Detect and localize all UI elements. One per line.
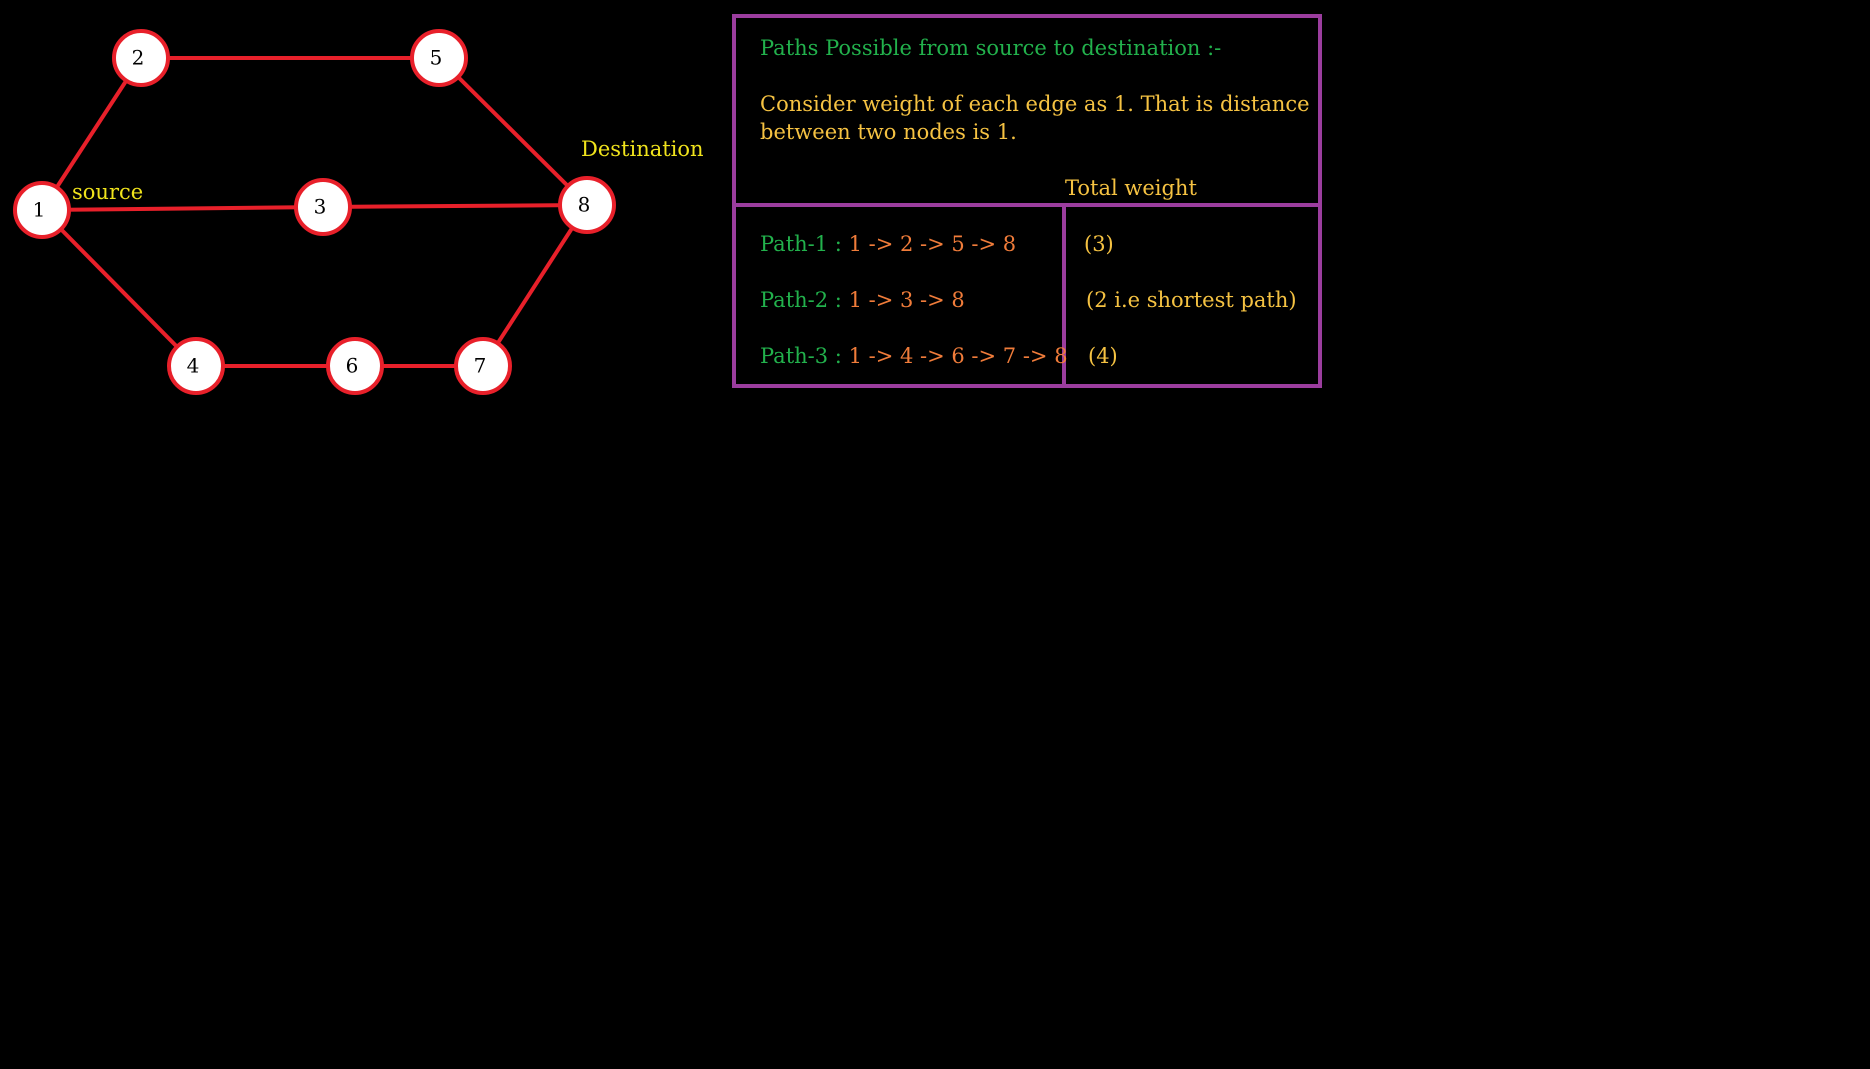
node-label: 5 <box>430 46 443 70</box>
node-5: 5 <box>410 29 468 87</box>
paths-panel: Paths Possible from source to destinatio… <box>732 14 1322 388</box>
node-1: 1 <box>13 181 71 239</box>
node-3: 3 <box>294 178 352 236</box>
panel-heading: Paths Possible from source to destinatio… <box>760 36 1222 60</box>
path-route: 1 -> 4 -> 6 -> 7 -> 8 <box>848 344 1068 368</box>
path-route: 1 -> 3 -> 8 <box>848 288 965 312</box>
graph-edges <box>40 56 589 368</box>
panel-divider-horizontal <box>736 203 1318 207</box>
path-name: Path-3 : <box>760 344 842 368</box>
path-route: 1 -> 2 -> 5 -> 8 <box>848 232 1017 256</box>
weight-note-line-2: between two nodes is 1. <box>760 120 1017 144</box>
node-label: 6 <box>346 354 359 378</box>
node-circle <box>326 337 384 395</box>
source-label: source <box>72 180 143 204</box>
node-circle <box>13 181 71 239</box>
node-7: 7 <box>454 337 512 395</box>
node-label: 2 <box>132 46 145 70</box>
node-4: 4 <box>167 337 225 395</box>
edge-1-4 <box>40 208 198 368</box>
destination-label: Destination <box>581 137 704 161</box>
node-circle <box>454 337 512 395</box>
node-label: 3 <box>314 195 327 219</box>
total-weight-header: Total weight <box>1065 176 1197 200</box>
path-name: Path-1 : <box>760 232 842 256</box>
path-weight-3: (4) <box>1088 344 1118 368</box>
node-circle <box>294 178 352 236</box>
node-circle <box>558 176 616 234</box>
edge-5-8 <box>437 56 589 207</box>
edge-7-8 <box>481 203 589 368</box>
path-row-3: Path-3 : 1 -> 4 -> 6 -> 7 -> 8 <box>760 342 1068 370</box>
edge-3-8 <box>322 203 588 209</box>
graph-nodes: 1 2 3 4 5 6 7 8 <box>13 29 616 395</box>
path-name: Path-2 : <box>760 288 842 312</box>
path-row-1: Path-1 : 1 -> 2 -> 5 -> 8 <box>760 230 1016 258</box>
node-2: 2 <box>112 29 170 87</box>
node-8: 8 <box>558 176 616 234</box>
path-graph: 1 2 3 4 5 6 7 8 source Destination <box>13 29 704 395</box>
node-circle <box>167 337 225 395</box>
path-weight-1: (3) <box>1084 232 1114 256</box>
edge-1-3 <box>41 205 324 212</box>
weight-note-line-1: Consider weight of each edge as 1. That … <box>760 92 1310 116</box>
node-label: 8 <box>578 193 591 217</box>
node-6: 6 <box>326 337 384 395</box>
node-circle <box>410 29 468 87</box>
node-label: 7 <box>474 354 487 378</box>
edge-1-2 <box>40 56 143 212</box>
node-label: 1 <box>33 198 46 222</box>
panel-divider-vertical <box>1062 203 1066 388</box>
node-circle <box>112 29 170 87</box>
node-label: 4 <box>187 354 200 378</box>
path-weight-2: (2 i.e shortest path) <box>1086 288 1297 312</box>
path-row-2: Path-2 : 1 -> 3 -> 8 <box>760 286 965 314</box>
